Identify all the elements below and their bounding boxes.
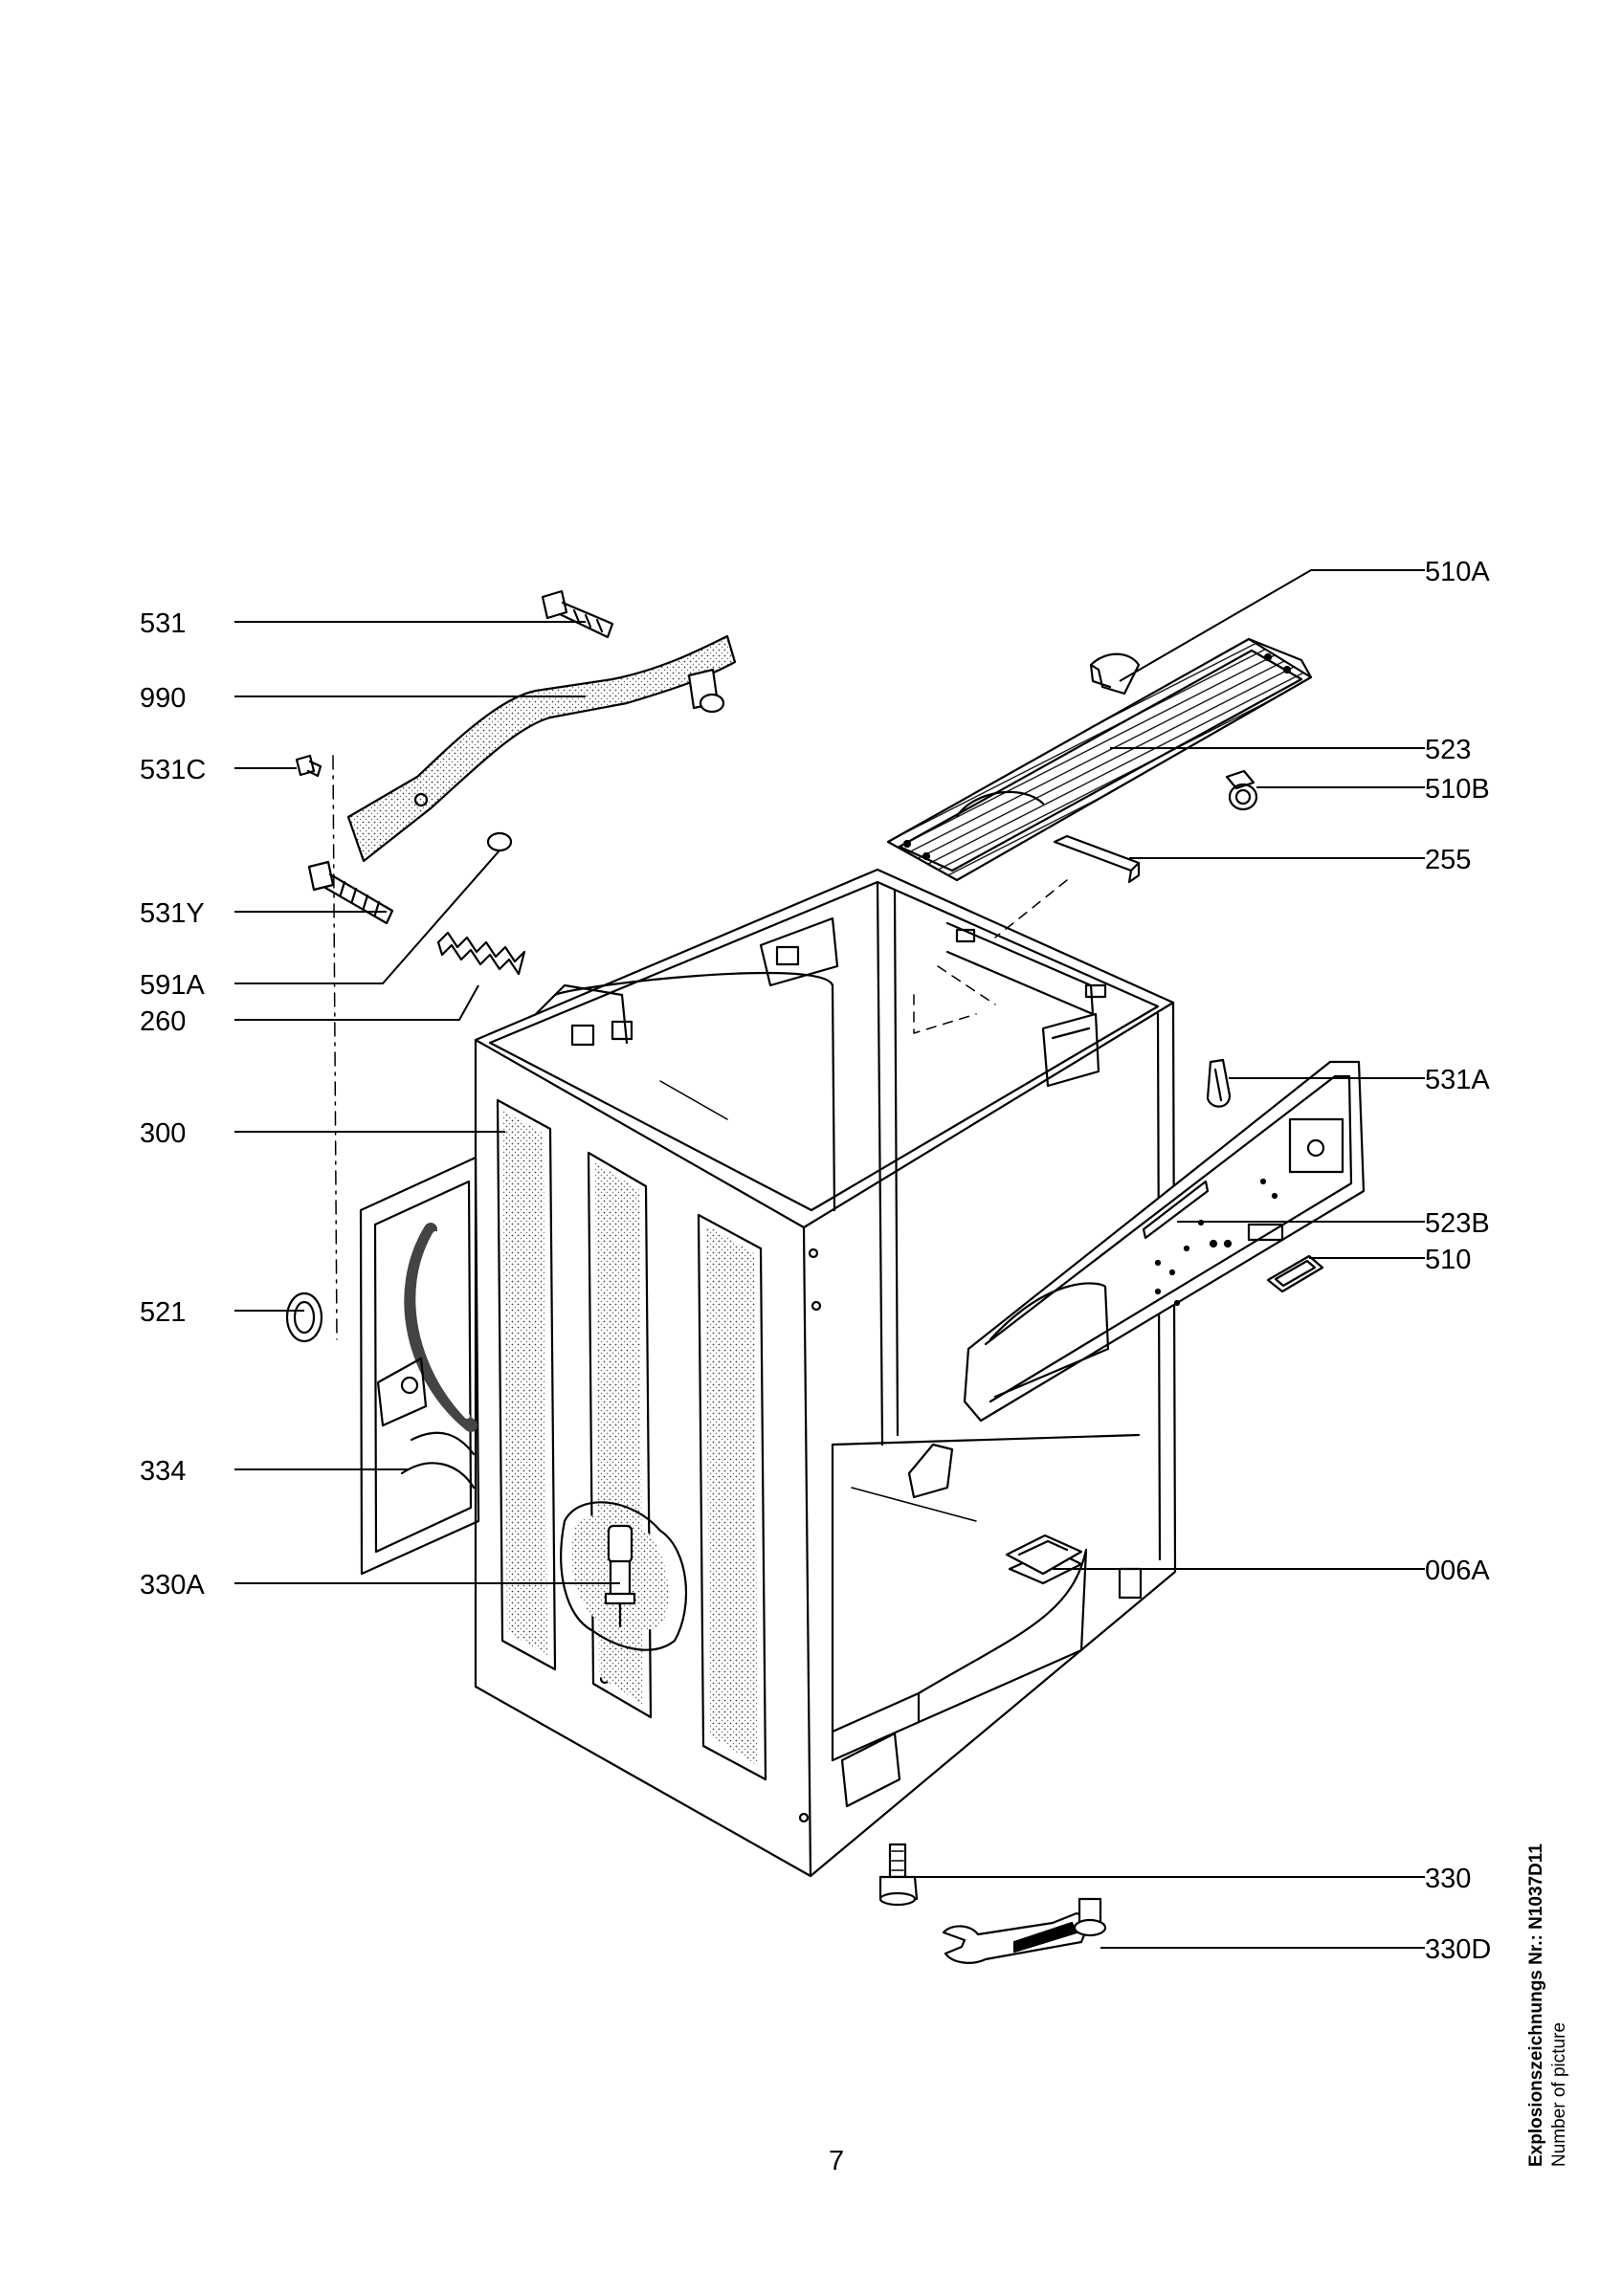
clip-part — [1225, 769, 1258, 811]
frame-part — [1266, 1254, 1324, 1293]
bolt-part — [541, 589, 614, 639]
part-label-523: 523 — [1425, 735, 1472, 765]
grommet-part — [285, 1292, 323, 1343]
alignment-line — [332, 755, 338, 1340]
part-label-521: 521 — [140, 1297, 187, 1328]
part-label-531Y: 531Y — [140, 898, 205, 929]
part-label-260: 260 — [140, 1006, 187, 1037]
part-label-510B: 510B — [1425, 774, 1490, 805]
top-crossbar-part — [346, 634, 737, 863]
picture-number-note: Explosionszeichnungs Nr.: N1037D11 Numbe… — [1525, 1803, 1583, 2167]
spring-part — [436, 931, 526, 976]
rear-panel-part — [359, 1156, 480, 1576]
hinge-bracket-part — [1089, 652, 1141, 695]
rail-part — [1053, 834, 1141, 884]
cabinet-frame — [474, 868, 1177, 1878]
wrench-part — [942, 1897, 1107, 1964]
picture-number-en: Number of picture — [1549, 2021, 1569, 2167]
part-label-334: 334 — [140, 1456, 187, 1487]
screw-part — [295, 754, 322, 778]
part-label-531: 531 — [140, 608, 187, 639]
front-panel-texture — [502, 1110, 547, 1655]
page-number: 7 — [829, 2146, 845, 2176]
part-label-510A: 510A — [1425, 557, 1490, 587]
leader-lines — [234, 569, 1425, 1949]
part-label-330A: 330A — [140, 1570, 205, 1601]
top-plate-part — [886, 637, 1313, 882]
valve-assembly-part — [560, 1501, 688, 1651]
ring-clip-part — [486, 831, 513, 852]
part-label-531A: 531A — [1425, 1065, 1490, 1095]
part-label-330: 330 — [1425, 1864, 1472, 1894]
part-label-990: 990 — [140, 683, 187, 714]
part-label-591A: 591A — [140, 970, 205, 1001]
part-label-510: 510 — [1425, 1245, 1472, 1275]
part-label-531C: 531C — [140, 755, 207, 785]
control-panel-part — [963, 1060, 1366, 1423]
part-label-523B: 523B — [1425, 1208, 1490, 1239]
floor-bracket-part — [1005, 1534, 1083, 1576]
part-label-006A: 006A — [1425, 1556, 1490, 1586]
foot-part — [878, 1843, 919, 1907]
part-label-300: 300 — [140, 1118, 187, 1149]
part-label-330D: 330D — [1425, 1934, 1492, 1965]
picture-number-de: Explosionszeichnungs Nr.: N1037D11 — [1526, 1843, 1546, 2167]
long-bolt-part — [307, 860, 394, 925]
hook-part — [1206, 1058, 1232, 1108]
part-label-255: 255 — [1425, 845, 1472, 875]
